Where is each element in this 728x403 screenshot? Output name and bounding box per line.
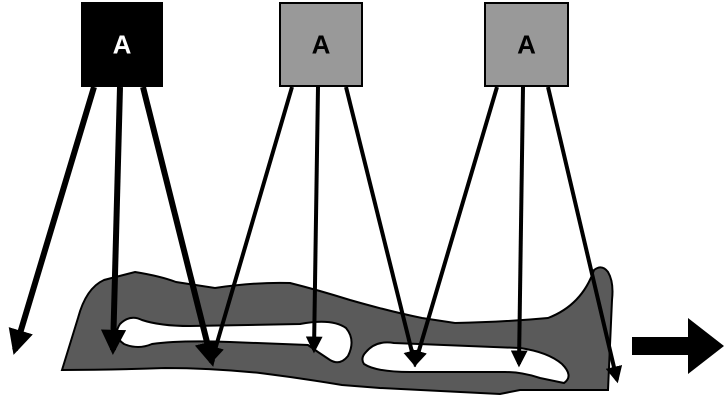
arrow-3-1 <box>410 86 499 368</box>
source-box-label: A <box>113 30 132 60</box>
bone-upper <box>115 316 353 364</box>
arrow-3-3 <box>546 86 623 384</box>
incident-arrows <box>8 86 623 384</box>
source-box-rect <box>279 2 363 87</box>
source-box-2: A <box>279 2 363 87</box>
arrow-2-3 <box>344 86 420 368</box>
source-box-rect <box>81 2 163 87</box>
source-box-rect <box>484 2 569 87</box>
right-arrow-icon <box>632 318 724 374</box>
arrow-2-2 <box>305 86 323 354</box>
arrow-2-1 <box>207 86 294 364</box>
arrow-1-3 <box>140 86 220 367</box>
arrow-3-2 <box>510 86 528 368</box>
source-box-3: A <box>484 2 569 87</box>
source-box-1: A <box>81 2 163 87</box>
arrow-1-1 <box>8 86 97 355</box>
arrow-1-2 <box>100 86 127 356</box>
source-box-label: A <box>312 30 331 60</box>
source-box-label: A <box>517 30 536 60</box>
